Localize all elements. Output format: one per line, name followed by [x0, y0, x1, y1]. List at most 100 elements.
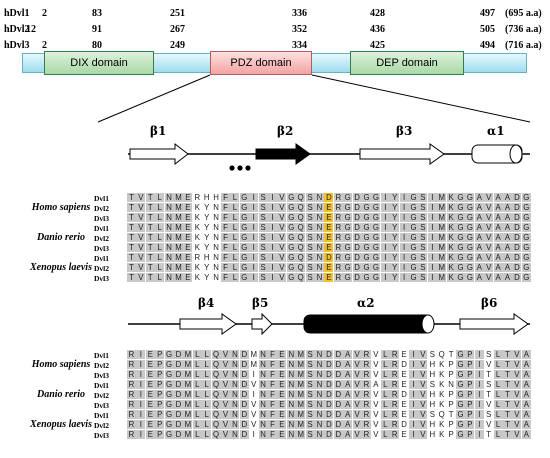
residue: V	[136, 263, 146, 272]
residue: K	[439, 360, 445, 369]
residue: I	[380, 233, 390, 242]
residue: N	[315, 350, 324, 359]
residue: L	[380, 360, 390, 369]
residue: V	[352, 430, 362, 439]
residue: D	[239, 360, 249, 369]
residue: D	[174, 380, 183, 389]
residue: S	[305, 380, 315, 389]
residue: L	[155, 253, 165, 262]
residue: R	[362, 430, 371, 439]
residue: L	[230, 263, 240, 272]
residue: L	[380, 390, 390, 399]
residue: V	[373, 350, 379, 359]
residue: N	[258, 390, 268, 399]
residue: K	[446, 273, 456, 282]
residue: N	[286, 430, 296, 439]
residue: Y	[204, 243, 210, 252]
residue: I	[136, 380, 146, 389]
residue: V	[512, 430, 522, 439]
residue: V	[136, 243, 146, 252]
residue: A	[503, 203, 512, 212]
residue: N	[315, 410, 324, 419]
residue: I	[427, 213, 437, 222]
residue: G	[286, 213, 296, 222]
residue: G	[456, 430, 465, 439]
residue: T	[127, 253, 136, 262]
residue: A	[503, 273, 512, 282]
residue: V	[221, 400, 230, 409]
residue: K	[194, 213, 200, 222]
residue: K	[194, 243, 200, 252]
residue: M	[183, 390, 193, 399]
residue: K	[439, 380, 445, 389]
residue: L	[230, 203, 240, 212]
residue: G	[362, 243, 371, 252]
residue: L	[230, 253, 240, 262]
residue: I	[409, 350, 418, 359]
residue: I	[427, 233, 437, 242]
residue: R	[390, 360, 400, 369]
residue: A	[521, 430, 531, 439]
residue: F	[268, 370, 277, 379]
residue: T	[503, 350, 512, 359]
residue: M	[250, 360, 257, 369]
residue: D	[324, 253, 334, 262]
residue: E	[145, 390, 155, 399]
residue: L	[155, 273, 165, 282]
residue: L	[380, 420, 390, 429]
residue: M	[437, 203, 447, 212]
residue: L	[192, 400, 202, 409]
residue: S	[305, 263, 315, 272]
residue: N	[315, 243, 324, 252]
residue: L	[230, 213, 240, 222]
residue: I	[249, 243, 259, 252]
residue: E	[145, 350, 155, 359]
residue: S	[258, 233, 268, 242]
residue: N	[213, 253, 219, 262]
residue: E	[145, 420, 155, 429]
residue: F	[268, 360, 277, 369]
residue: D	[512, 253, 522, 262]
residue: V	[512, 420, 522, 429]
residue: I	[474, 360, 484, 369]
residue: I	[268, 203, 277, 212]
residue: G	[456, 400, 465, 409]
residue: S	[486, 410, 492, 419]
residue: D	[174, 420, 183, 429]
residue: R	[390, 380, 400, 389]
residue: S	[305, 203, 315, 212]
residue: I	[399, 233, 409, 242]
residue: G	[521, 273, 531, 282]
residue: G	[164, 360, 174, 369]
residue: V	[251, 420, 257, 429]
residue: R	[333, 213, 343, 222]
residue: G	[164, 430, 174, 439]
residue: N	[286, 370, 296, 379]
residue: P	[448, 390, 454, 399]
residue: L	[493, 410, 503, 419]
protein-name: hDvl3	[4, 40, 30, 51]
residue: S	[305, 350, 315, 359]
domain-position: 251	[170, 8, 185, 19]
residue: S	[305, 410, 315, 419]
residue: G	[456, 263, 465, 272]
residue: G	[286, 253, 296, 262]
residue: N	[258, 410, 268, 419]
dvl-label: Dvl3	[94, 244, 109, 253]
residue: F	[221, 253, 230, 262]
residue: I	[249, 253, 259, 262]
residue: G	[239, 253, 249, 262]
residue: I	[268, 273, 277, 282]
residue: G	[456, 360, 465, 369]
residue: V	[352, 410, 362, 419]
residue: A	[474, 233, 484, 242]
residue: I	[399, 203, 409, 212]
residue: A	[521, 380, 531, 389]
residue: M	[183, 430, 193, 439]
residue: D	[174, 390, 183, 399]
residue: Q	[296, 233, 306, 242]
residue: D	[512, 223, 522, 232]
residue: G	[465, 263, 475, 272]
residue: G	[371, 223, 381, 232]
residue: N	[315, 223, 324, 232]
